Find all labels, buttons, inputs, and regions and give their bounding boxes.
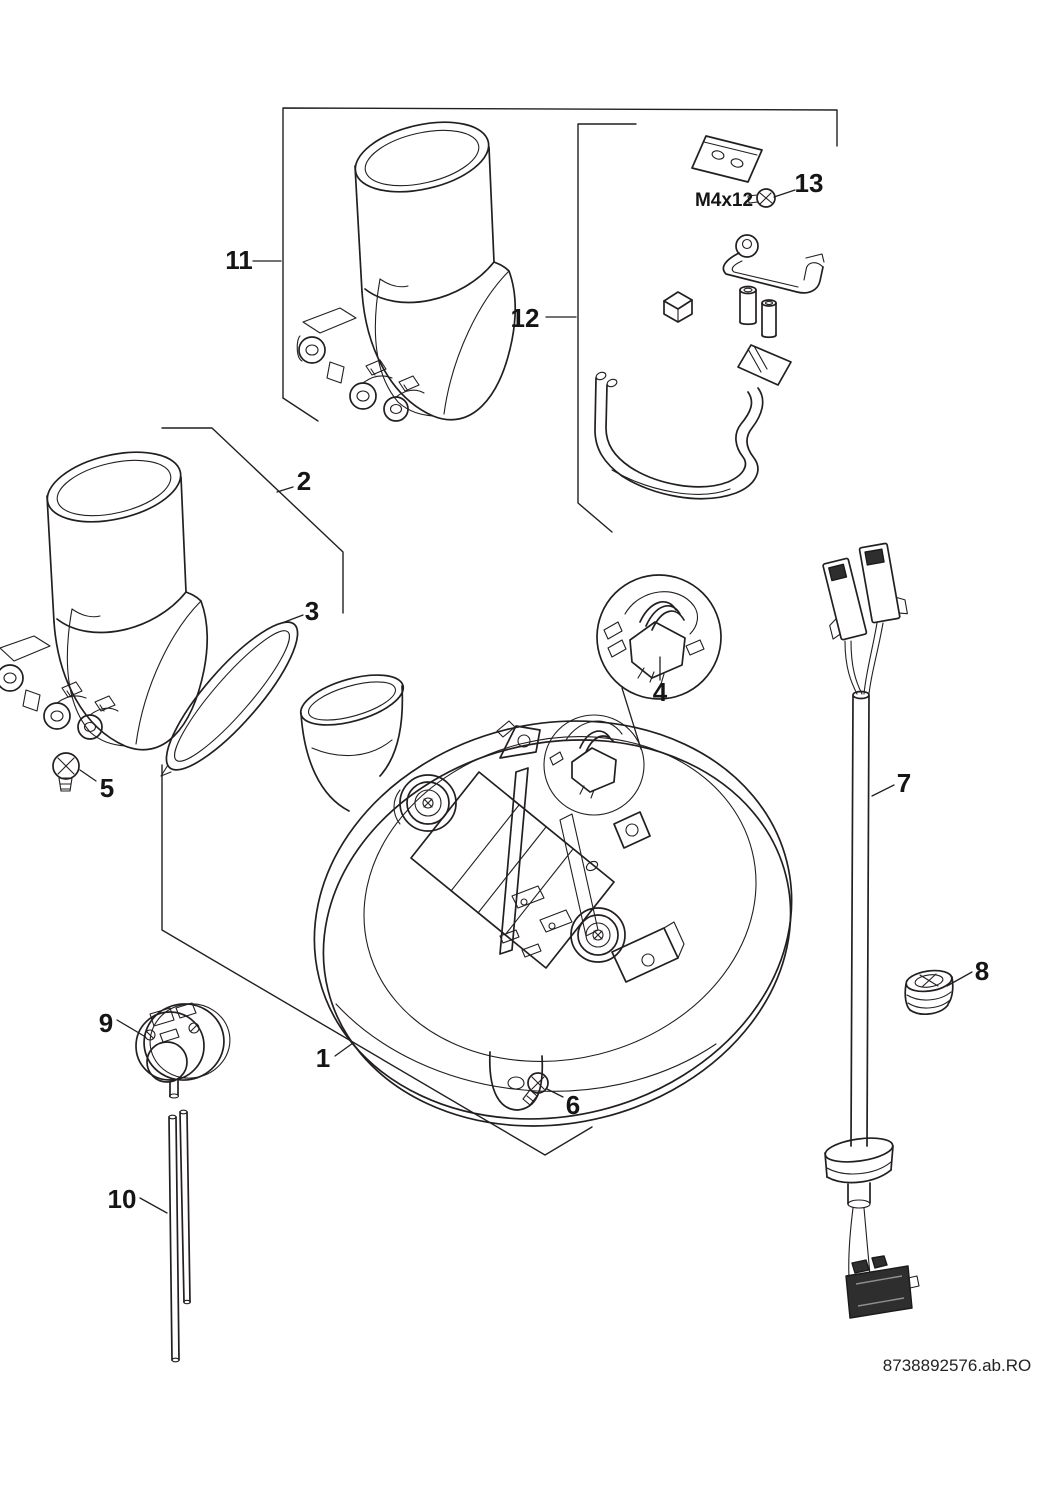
fan-mounting-tab: [488, 1051, 544, 1111]
cable-strain-relief: [824, 1137, 894, 1209]
part-5-screw: [52, 752, 80, 792]
part-1-fan-assembly: [299, 674, 793, 1127]
part-6-screw: [522, 1072, 549, 1106]
fan-lower-bracket: [611, 921, 685, 983]
group-11-boundary: [282, 107, 838, 422]
part-11-flue-adapter: [296, 121, 516, 422]
callout-6: 6: [566, 1090, 580, 1120]
callout-9: 9: [99, 1008, 113, 1038]
fan-motor-body: [410, 767, 615, 969]
part-12-mounting-bracket: [722, 234, 825, 294]
fan-inlet-duct: [299, 674, 405, 812]
callout-4: 4: [653, 677, 668, 707]
part-3-gasket: [160, 621, 299, 777]
callout-13: 13: [795, 168, 824, 198]
part-12-spacer-sleeves: [739, 285, 777, 339]
callout-3: 3: [305, 596, 319, 626]
callout-11: 11: [225, 245, 253, 275]
part-4-detail-circle: [596, 574, 722, 700]
adapter-elbow-skirt: [53, 591, 208, 751]
fan-housing: [313, 720, 793, 1127]
detail-connecting-line: [621, 687, 642, 750]
part-code: 8738892576.ab.RO: [883, 1356, 1031, 1375]
adapter-clamp-hardware: [0, 635, 119, 740]
cable-end-connector: [845, 1255, 920, 1319]
callout-7: 7: [897, 768, 911, 798]
group-2-boundary: [161, 427, 344, 614]
fan-bearing-left: [393, 774, 457, 832]
fan-top-bracket: [496, 720, 541, 759]
cable-body: [844, 622, 884, 1147]
part-12-wiring-harness: [594, 344, 792, 500]
cable-end-wires: [848, 1207, 871, 1278]
callout-leader-lines: [79, 189, 973, 1214]
part-12-cube-spacer: [663, 291, 693, 323]
adapter-clamp-hardware: [296, 307, 425, 422]
adapter-cylinder: [354, 121, 495, 304]
screw-spec-label: M4x12: [695, 190, 753, 211]
part-9-pressure-switch: [135, 1002, 231, 1099]
spade-terminal-right: [858, 542, 908, 624]
callout-5: 5: [100, 773, 114, 803]
fan-terminal-tabs: [499, 885, 573, 958]
part-13-screw: [747, 188, 776, 208]
part-2-flue-adapter: [0, 451, 208, 751]
part-8-grommet: [904, 969, 954, 1015]
adapter-elbow-skirt: [361, 261, 516, 421]
fan-bearing-right: [570, 907, 626, 963]
fan-right-bracket: [613, 811, 651, 849]
callout-2: 2: [297, 466, 311, 496]
group-12-boundary: [577, 123, 637, 533]
part-10-tubes: [168, 1109, 191, 1363]
spade-terminal-left: [822, 557, 868, 641]
group-1-boundary: [161, 764, 593, 1156]
callout-8: 8: [975, 956, 989, 986]
part-12-clamp-plate: [691, 135, 763, 183]
callout-10: 10: [108, 1184, 137, 1214]
part-7-cable-assembly: [822, 542, 920, 1319]
fan-connector-highlight-circle: [543, 714, 645, 816]
callout-12: 12: [511, 303, 540, 333]
callout-1: 1: [316, 1043, 330, 1073]
adapter-cylinder: [46, 451, 187, 634]
